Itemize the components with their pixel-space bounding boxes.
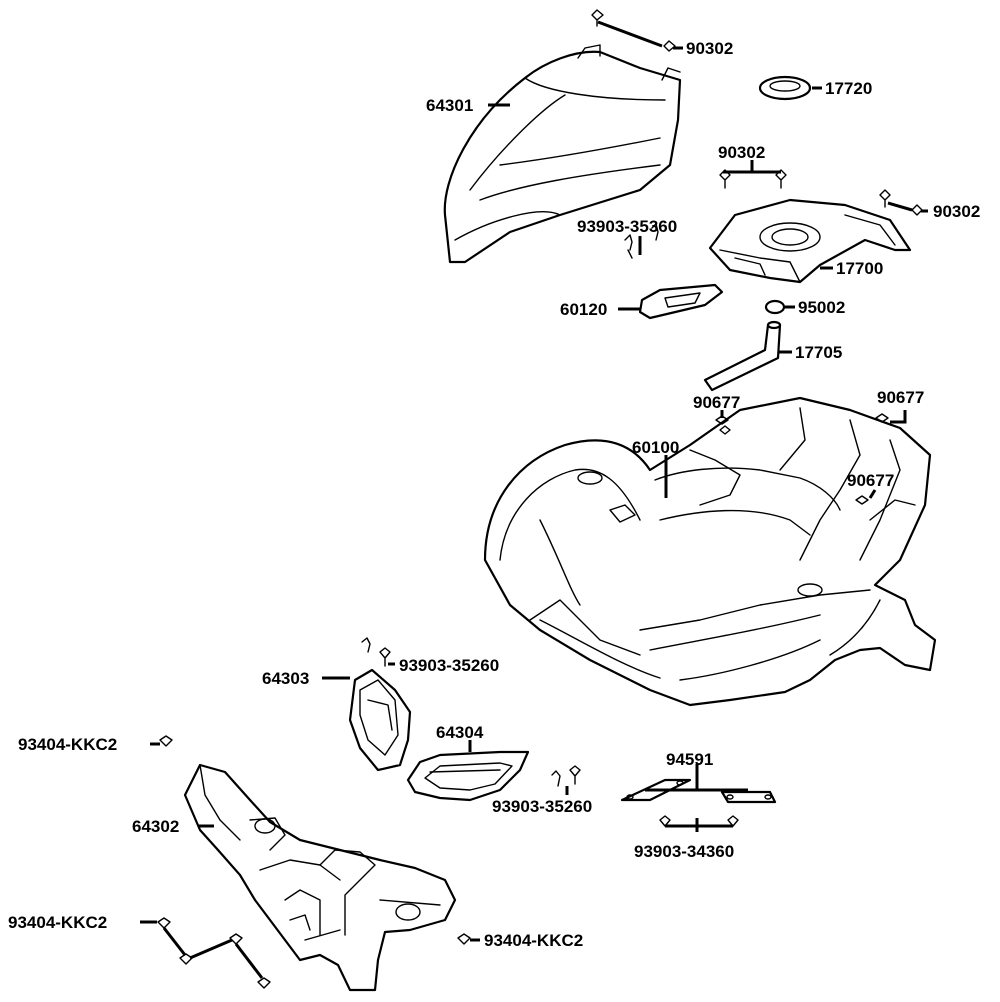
label-90677-left: 90677: [693, 393, 740, 412]
label-60100: 60100: [632, 438, 679, 457]
label-95002: 95002: [798, 298, 845, 317]
label-93903-34360: 93903-34360: [634, 842, 734, 861]
part-labels: 90302 17720 64301 90302 90302 93903-3536…: [8, 39, 980, 950]
label-93404-kkc2-bottom-right: 93404-KKC2: [484, 931, 583, 950]
part-60100-front-fender: [483, 396, 937, 707]
part-95002-grommet: [764, 299, 786, 315]
part-64303-side-grille: [348, 668, 412, 772]
label-17720: 17720: [825, 79, 872, 98]
part-17700-tank-cover: [708, 198, 912, 284]
label-60120: 60120: [560, 300, 607, 319]
label-90302-right: 90302: [933, 202, 980, 221]
label-64301: 64301: [426, 96, 473, 115]
label-90302-mid: 90302: [718, 143, 765, 162]
part-60120-emblem: [638, 283, 724, 320]
label-64302: 64302: [132, 817, 179, 836]
label-90302-top: 90302: [686, 39, 733, 58]
label-64304: 64304: [436, 723, 484, 742]
label-17705: 17705: [795, 343, 842, 362]
part-17720-ring: [758, 75, 812, 101]
fasteners: [157, 9, 923, 989]
label-93903-35260-lower: 93903-35260: [492, 797, 592, 816]
part-64302-front-bumper: [183, 763, 457, 992]
part-17705-tube: [703, 320, 782, 392]
label-93903-35260-upper: 93903-35260: [399, 656, 499, 675]
label-93404-kkc2-bottom-left: 93404-KKC2: [8, 913, 107, 932]
label-90677-side: 90677: [847, 471, 894, 490]
label-64303: 64303: [262, 669, 309, 688]
label-94591: 94591: [666, 750, 713, 769]
label-93404-kkc2-left: 93404-KKC2: [18, 735, 117, 754]
leader-lines: [140, 46, 928, 942]
label-90677-right: 90677: [877, 388, 924, 407]
part-64304-lower-grille: [406, 750, 530, 802]
label-17700: 17700: [836, 259, 883, 278]
label-93903-35360: 93903-35360: [577, 217, 677, 236]
